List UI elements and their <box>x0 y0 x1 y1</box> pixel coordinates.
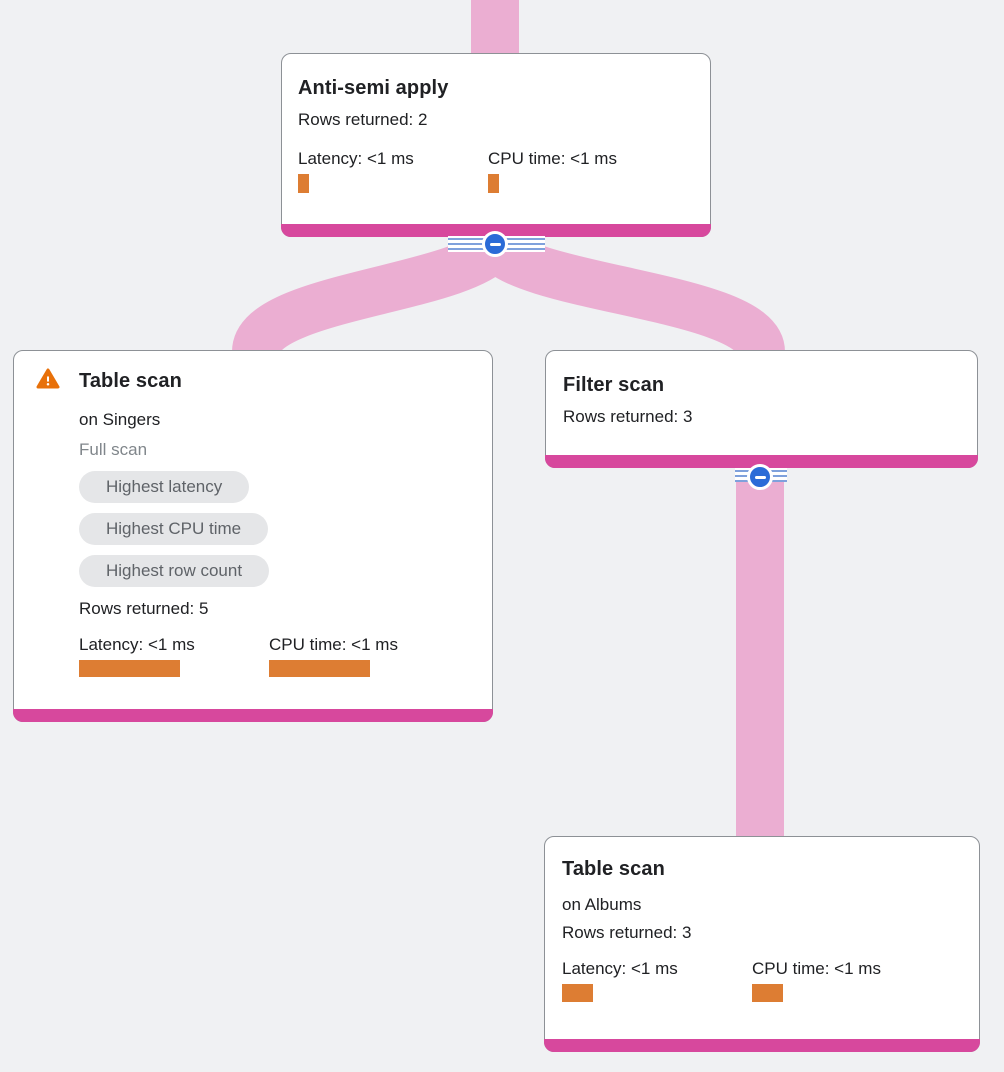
cpu-metric: CPU time: <1 ms <box>269 633 459 677</box>
collapse-button-anti-semi[interactable] <box>482 231 508 257</box>
node-accent-bar <box>545 455 978 468</box>
minus-icon <box>754 475 766 479</box>
rows-returned: Rows returned: 5 <box>79 599 209 618</box>
node-title: Filter scan <box>563 374 665 396</box>
chip-highest-row-count: Highest row count <box>79 555 270 587</box>
rows-returned: Rows returned: 3 <box>562 923 692 942</box>
latency-bar <box>298 174 309 193</box>
node-title: Table scan <box>562 858 665 880</box>
node-accent-bar <box>13 709 493 722</box>
latency-label: Latency: <1 ms <box>562 959 678 978</box>
edge-anti-semi-to-table-scan-singers <box>232 229 515 357</box>
highlight-chips: Highest latency Highest CPU time Highest… <box>79 471 476 587</box>
latency-bar <box>562 984 593 1002</box>
scan-type-label: Full scan <box>79 440 148 459</box>
latency-label: Latency: <1 ms <box>298 149 414 168</box>
plan-node-table-scan-albums[interactable]: Table scan on Albums Rows returned: 3 La… <box>544 836 980 1052</box>
latency-metric: Latency: <1 ms <box>298 147 488 193</box>
cpu-bar <box>752 984 783 1002</box>
latency-bar <box>79 660 180 677</box>
edge-anti-semi-to-filter-scan <box>475 228 785 358</box>
cpu-bar <box>269 660 370 677</box>
minus-icon <box>489 242 501 246</box>
node-subtitle: on Albums <box>562 895 642 914</box>
cpu-label: CPU time: <1 ms <box>488 149 617 168</box>
cpu-label: CPU time: <1 ms <box>269 635 398 654</box>
rows-returned: Rows returned: 2 <box>298 110 428 129</box>
cpu-metric: CPU time: <1 ms <box>488 147 678 193</box>
node-subtitle: on Singers <box>79 410 161 429</box>
plan-node-filter-scan[interactable]: Filter scan Rows returned: 3 <box>545 350 978 468</box>
node-title: Table scan <box>79 370 182 392</box>
chip-highest-latency: Highest latency <box>79 471 250 503</box>
node-title: Anti-semi apply <box>298 77 449 99</box>
node-accent-bar <box>544 1039 980 1052</box>
rows-returned: Rows returned: 3 <box>563 407 693 426</box>
plan-node-anti-semi-apply[interactable]: Anti-semi apply Rows returned: 2 Latency… <box>281 53 711 237</box>
latency-label: Latency: <1 ms <box>79 635 195 654</box>
latency-metric: Latency: <1 ms <box>562 957 752 1002</box>
chip-highest-cpu-time: Highest CPU time <box>79 513 269 545</box>
latency-metric: Latency: <1 ms <box>79 633 269 677</box>
plan-node-table-scan-singers[interactable]: Table scan on Singers Full scan Highest … <box>13 350 493 722</box>
cpu-metric: CPU time: <1 ms <box>752 957 942 1002</box>
cpu-bar <box>488 174 499 193</box>
warning-icon <box>36 367 60 391</box>
collapse-button-filter-scan[interactable] <box>747 464 773 490</box>
cpu-label: CPU time: <1 ms <box>752 959 881 978</box>
node-accent-bar <box>281 224 711 237</box>
